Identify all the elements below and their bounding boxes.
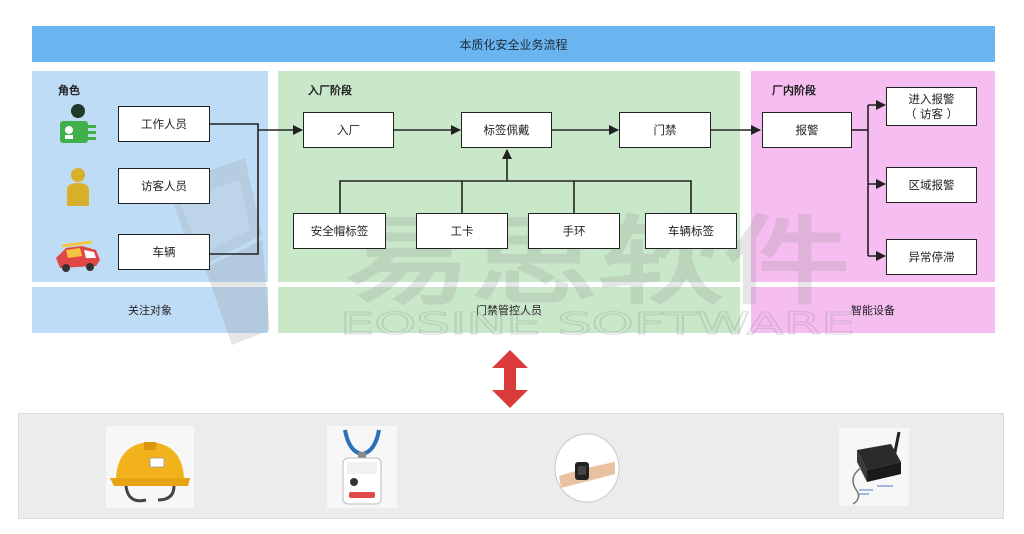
badge-device-card [327, 426, 397, 508]
role-visitor-box: 访客人员 [118, 168, 210, 204]
entry-alarm-line2: （ 访客 ） [904, 106, 959, 121]
smart-device-footer: 智能设备 [751, 287, 995, 333]
alarm-box: 报警 [762, 112, 852, 148]
badge-card-icon [342, 429, 382, 505]
role-label: 角色 [58, 84, 80, 97]
work-card-box: 工卡 [416, 213, 508, 249]
page-title: 本质化安全业务流程 [32, 26, 995, 62]
wristband-device-card [553, 432, 621, 504]
wristband-box: 手环 [528, 213, 620, 249]
helmet-tag-box: 安全帽标签 [293, 213, 386, 249]
zone-alarm-box: 区域报警 [886, 167, 977, 203]
focus-object-footer: 关注对象 [32, 287, 268, 333]
wristband-icon [554, 433, 620, 503]
entry-alarm-box: 进入报警 （ 访客 ） [886, 87, 977, 126]
role-vehicle-box: 车辆 [118, 234, 210, 270]
entry-alarm-line1: 进入报警 [908, 91, 955, 106]
helmet-tag-icon [110, 442, 190, 503]
role-worker-box: 工作人员 [118, 106, 210, 142]
entry-stage-label: 入厂阶段 [308, 84, 352, 97]
gateway-device-card [839, 428, 909, 506]
gateway-device-icon [852, 431, 901, 505]
abnormal-stay-box: 异常停滞 [886, 239, 977, 275]
enter-factory-box: 入厂 [303, 112, 394, 148]
vehicle-tag-box: 车辆标签 [645, 213, 737, 249]
access-control-footer: 门禁管控人员 [278, 287, 740, 333]
fire-truck-icon [56, 240, 100, 272]
gate-control-box: 门禁 [619, 112, 711, 148]
helmet-device-card [106, 426, 194, 508]
worker-badge-icon [60, 104, 96, 143]
tag-wearing-box: 标签佩戴 [461, 112, 552, 148]
visitor-person-icon [67, 168, 89, 206]
double-arrow-icon [492, 350, 528, 408]
inside-stage-label: 厂内阶段 [772, 84, 816, 97]
